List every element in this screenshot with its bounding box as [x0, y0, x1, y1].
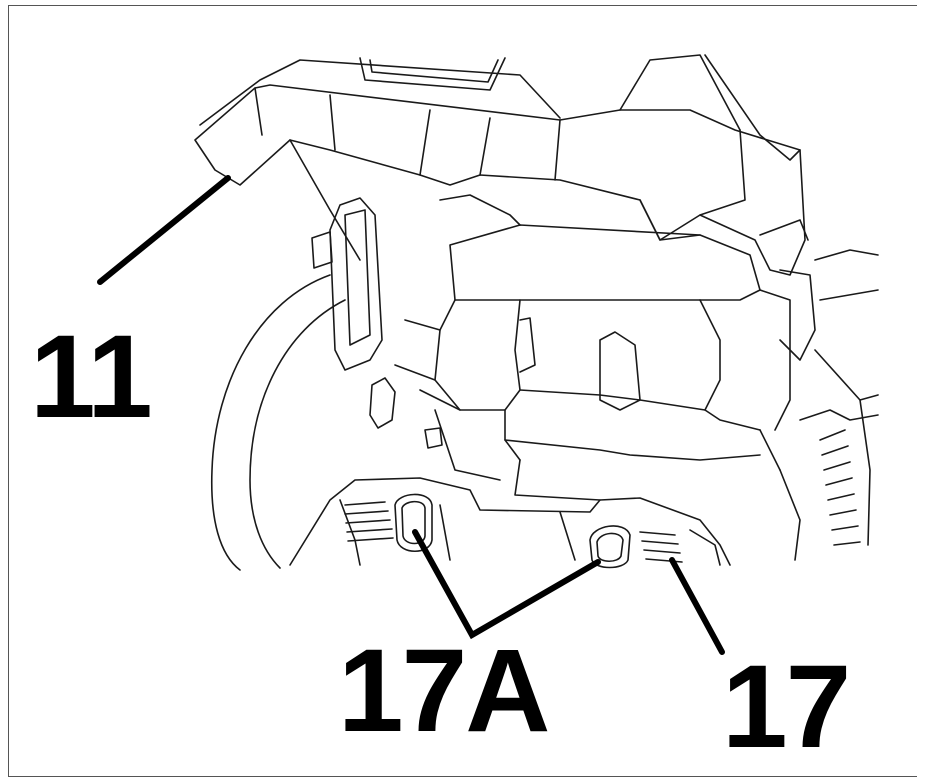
side-ribs — [759, 249, 879, 561]
wheel-outline — [210, 274, 346, 571]
hinge-latch — [311, 197, 396, 429]
figure-frame — [8, 5, 917, 777]
compartment-floor — [289, 477, 731, 569]
callout-label-17: 17 — [722, 641, 851, 773]
callout-label-11: 11 — [30, 311, 153, 443]
battery-body — [394, 194, 791, 501]
leader-line-17 — [669, 557, 725, 655]
callout-label-17a: 17A — [338, 625, 550, 757]
leader-line-11 — [97, 175, 231, 285]
leader-line-17a — [412, 529, 601, 640]
lid-cover — [194, 54, 816, 361]
